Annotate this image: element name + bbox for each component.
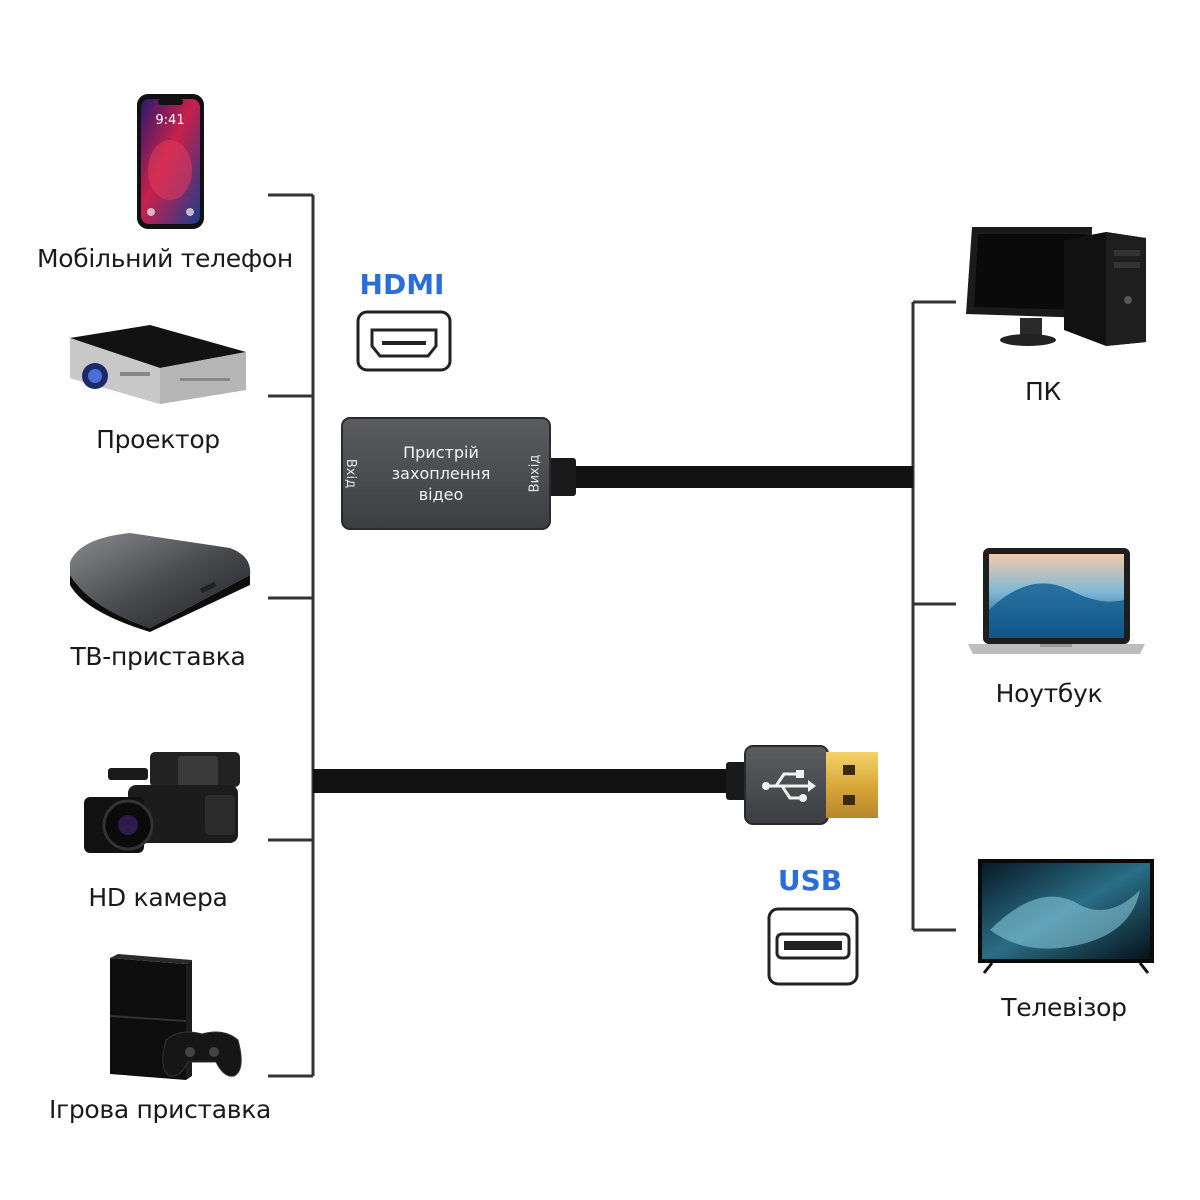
hdmi-cable — [548, 458, 913, 496]
source-label-mobile-phone: Мобільний телефон — [37, 244, 293, 273]
capture-device-input-label: Вхід — [343, 458, 359, 489]
tv-box-icon — [70, 533, 251, 632]
capture-device-line3: відео — [418, 485, 464, 504]
desktop-pc-icon — [966, 227, 1146, 346]
game-console-icon — [109, 954, 242, 1080]
output-label-tv: Телевізор — [1001, 993, 1127, 1022]
capture-device-box — [341, 417, 551, 530]
source-label-tv-box: ТВ-приставка — [70, 642, 246, 671]
camcorder-icon — [84, 752, 240, 853]
usb-cable — [313, 762, 748, 800]
capture-device-line2: захоплення — [391, 464, 491, 483]
laptop-icon — [968, 548, 1145, 654]
output-bracket — [911, 300, 956, 932]
source-label-projector: Проектор — [96, 425, 220, 454]
output-label-pc: ПК — [1025, 377, 1061, 406]
source-label-hd-camera: HD камера — [88, 883, 228, 912]
tv-icon — [978, 859, 1154, 974]
capture-device-output-label: Вихід — [527, 454, 543, 493]
usb-plug-icon — [744, 745, 878, 825]
smartphone-icon: 9:41 — [137, 94, 204, 229]
source-label-game-console: Ігрова приставка — [48, 1095, 272, 1124]
hdmi-port-icon — [356, 310, 452, 372]
projector-icon — [70, 325, 246, 404]
capture-device-line1: Пристрій — [403, 443, 479, 462]
output-label-laptop: Ноутбук — [995, 679, 1103, 708]
capture-device-label: Пристрій захоплення відео — [380, 442, 502, 505]
usb-title: USB — [777, 864, 843, 897]
source-bracket — [268, 193, 315, 1078]
usb-port-icon — [767, 907, 859, 986]
phone-clock: 9:41 — [155, 113, 184, 128]
hdmi-title: HDMI — [359, 268, 445, 301]
